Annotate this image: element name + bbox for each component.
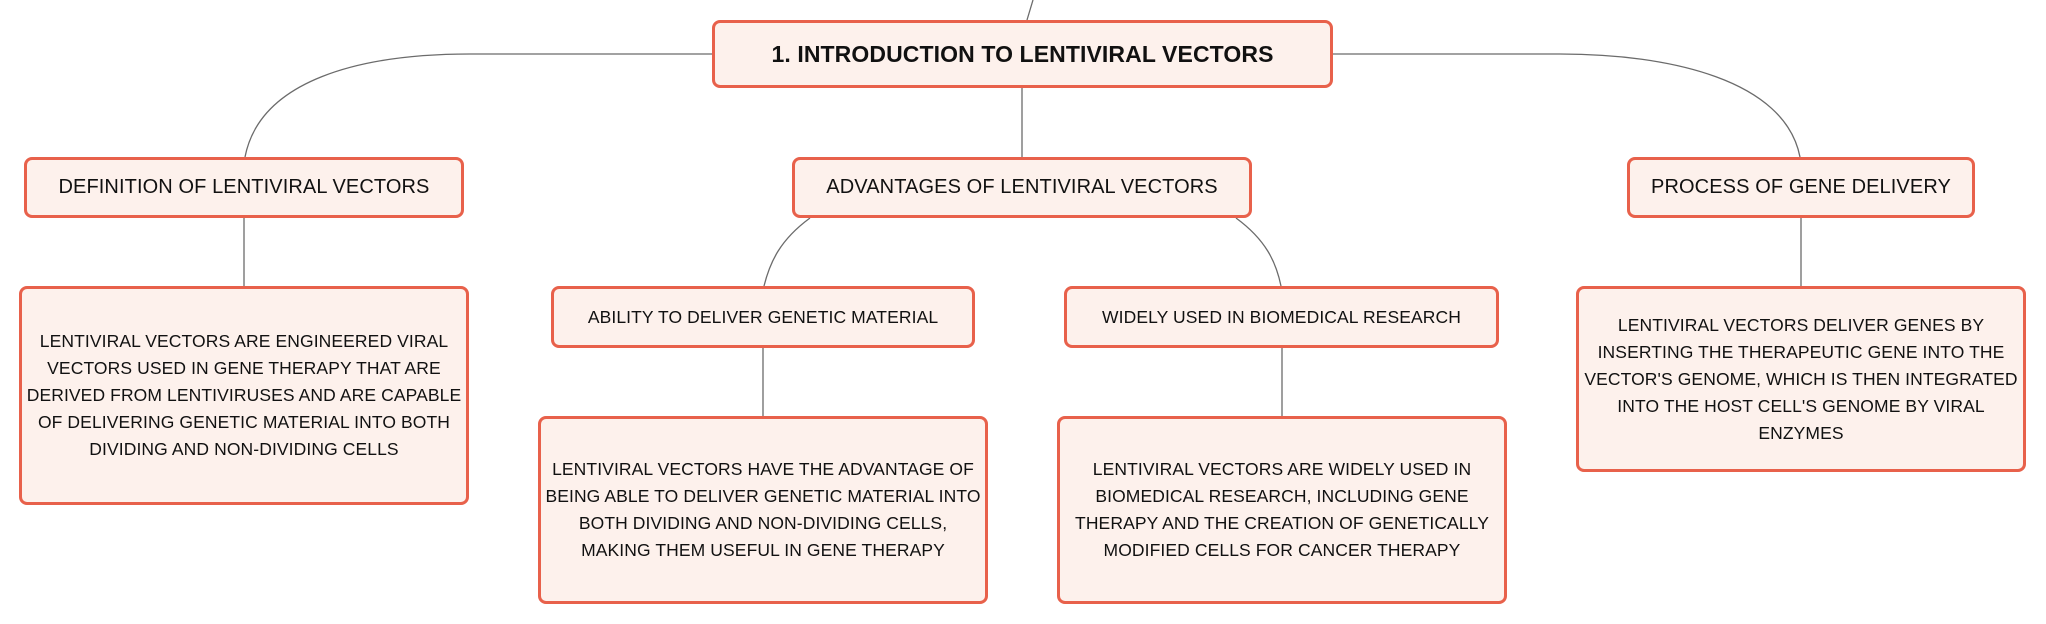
ability-detail-node[interactable]: LENTIVIRAL VECTORS HAVE THE ADVANTAGE OF… [538,416,988,604]
definition-detail-node[interactable]: LENTIVIRAL VECTORS ARE ENGINEERED VIRAL … [19,286,469,505]
connector-root-process [1333,53,1801,158]
ability-subtopic-node[interactable]: ABILITY TO DELIVER GENETIC MATERIAL [551,286,975,348]
connector-parent-stub [1026,0,1034,21]
process-detail-text: LENTIVIRAL VECTORS DELIVER GENES BY INSE… [1584,314,2018,443]
research-detail-text: LENTIVIRAL VECTORS ARE WIDELY USED IN BI… [1075,459,1489,560]
definition-topic-node[interactable]: DEFINITION OF LENTIVIRAL VECTORS [24,157,464,218]
definition-topic-label: DEFINITION OF LENTIVIRAL VECTORS [58,176,430,198]
advantages-topic-label: ADVANTAGES OF LENTIVIRAL VECTORS [826,176,1218,198]
connector-root-definition [244,53,712,158]
research-detail-node[interactable]: LENTIVIRAL VECTORS ARE WIDELY USED IN BI… [1057,416,1507,604]
process-detail-node[interactable]: LENTIVIRAL VECTORS DELIVER GENES BY INSE… [1576,286,2026,472]
process-topic-label: PROCESS OF GENE DELIVERY [1651,176,1951,198]
ability-detail-text: LENTIVIRAL VECTORS HAVE THE ADVANTAGE OF… [545,459,981,560]
research-subtopic-node[interactable]: WIDELY USED IN BIOMEDICAL RESEARCH [1064,286,1499,348]
root-topic-node[interactable]: 1. INTRODUCTION TO LENTIVIRAL VECTORS [712,20,1333,88]
research-subtopic-label: WIDELY USED IN BIOMEDICAL RESEARCH [1102,306,1461,327]
ability-subtopic-label: ABILITY TO DELIVER GENETIC MATERIAL [587,306,939,327]
connector-advantages-research [1235,217,1282,287]
root-topic-label: 1. INTRODUCTION TO LENTIVIRAL VECTORS [771,40,1274,67]
process-topic-node[interactable]: PROCESS OF GENE DELIVERY [1627,157,1975,218]
advantages-topic-node[interactable]: ADVANTAGES OF LENTIVIRAL VECTORS [792,157,1252,218]
definition-detail-text: LENTIVIRAL VECTORS ARE ENGINEERED VIRAL … [26,331,462,459]
connector-advantages-ability [763,217,811,287]
